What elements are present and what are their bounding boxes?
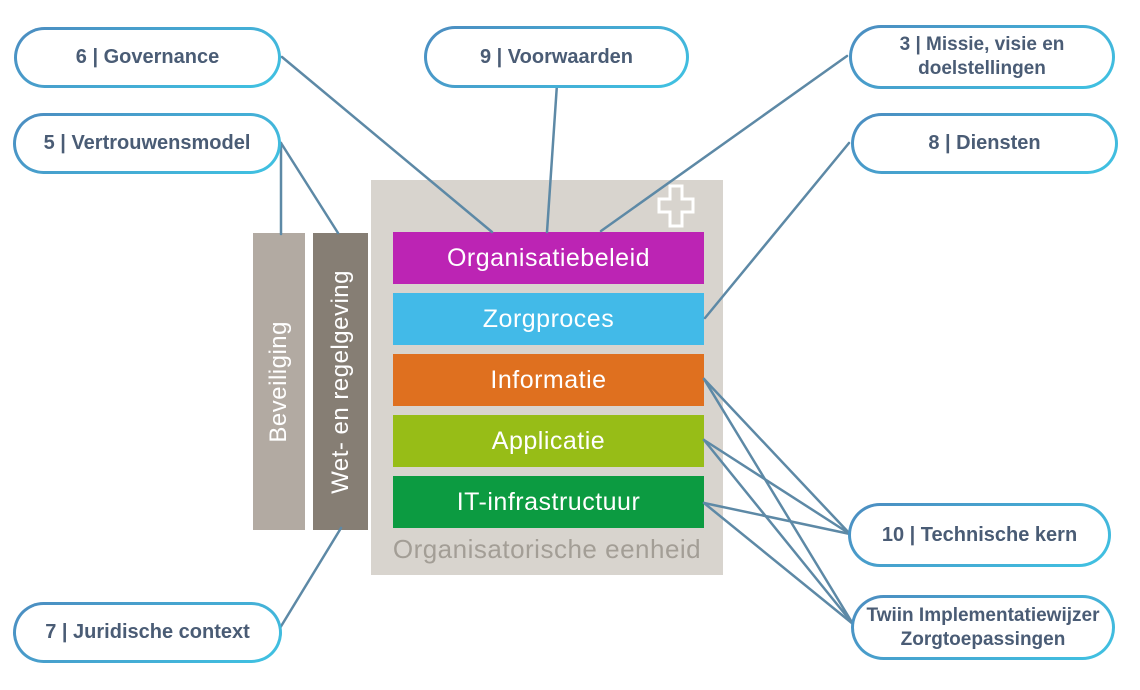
layer-it-infrastructuur: IT-infrastructuur [393,476,704,528]
connector-it-infrastructuur-technische-kern [702,501,852,536]
pill-technische-kern[interactable]: 10 | Technische kern [848,503,1111,567]
pill-vertrouwensmodel[interactable]: 5 | Vertrouwensmodel [13,113,281,174]
pill-governance[interactable]: 6 | Governance [14,27,281,88]
connector-it-infrastructuur-twiin [702,501,855,626]
connector-informatie-twiin [702,377,855,626]
layer-organisatiebeleid: Organisatiebeleid [393,232,704,284]
layer-stack: Organisatiebeleid Zorgproces Informatie … [393,232,704,528]
connector-applicatie-twiin [702,438,855,626]
connector-informatie-technische-kern [702,377,852,536]
bar-wet-en-regelgeving-label: Wet- en regelgeving [326,269,354,494]
layer-zorgproces: Zorgproces [393,293,704,345]
unit-caption: Organisatorische eenheid [392,534,702,564]
plus-icon [657,184,695,228]
pill-twiin-implementatiewijzer[interactable]: Twiin Implementatiewijzer Zorgtoepassing… [851,595,1115,660]
pill-diensten[interactable]: 8 | Diensten [851,113,1118,174]
layer-informatie: Informatie [393,354,704,406]
connector-applicatie-technische-kern [702,438,852,536]
connector-juridische-context-wet-en-regelgeving [278,526,343,630]
bar-wet-en-regelgeving: Wet- en regelgeving [313,233,368,530]
pill-missie-visie-doelstellingen[interactable]: 3 | Missie, visie en doelstellingen [849,25,1115,89]
layer-applicatie: Applicatie [393,415,704,467]
organisational-unit-box: Organisatiebeleid Zorgproces Informatie … [371,180,723,575]
bar-beveiliging: Beveiliging [253,233,305,530]
pill-voorwaarden[interactable]: 9 | Voorwaarden [424,26,689,88]
connector-diensten-zorgproces [703,141,851,320]
connector-vertrouwensmodel-wet-en-regelgeving [279,141,340,235]
pill-juridische-context[interactable]: 7 | Juridische context [13,602,282,663]
bar-beveiliging-label: Beveiliging [265,320,292,443]
